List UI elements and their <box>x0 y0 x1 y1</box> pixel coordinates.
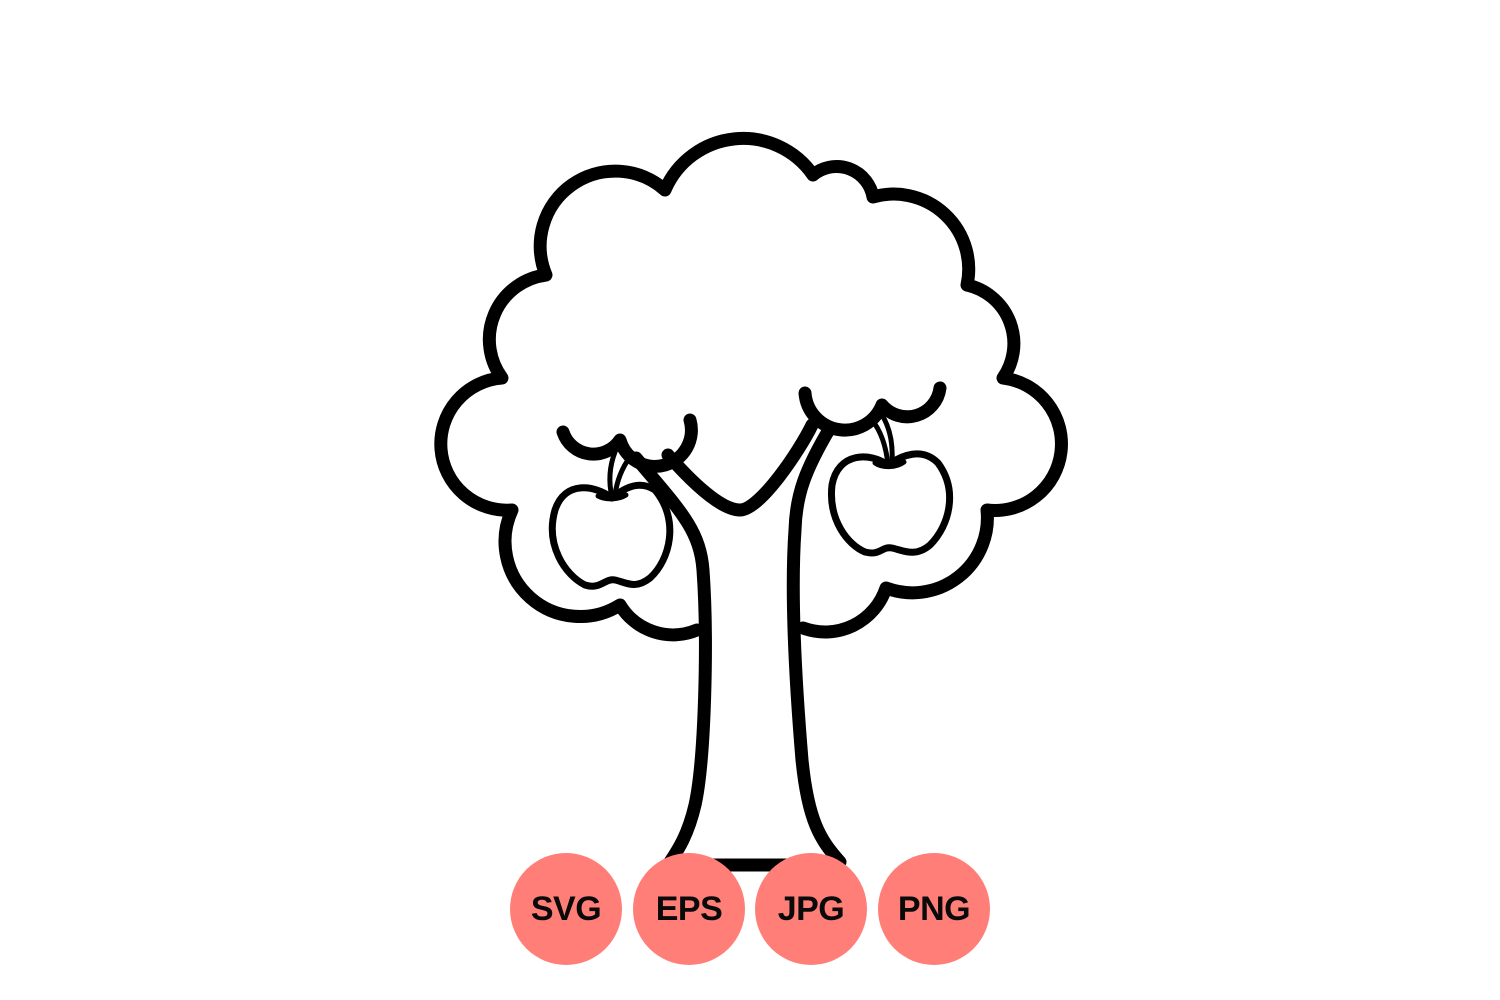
badge-label: SVG <box>530 889 602 928</box>
badge-label: EPS <box>655 889 723 928</box>
tree-trunk <box>629 418 847 872</box>
format-badge-jpg: JPG <box>755 853 867 965</box>
format-badge-png: PNG <box>878 853 990 965</box>
badge-label: PNG <box>897 889 971 928</box>
badge-label: JPG <box>777 889 845 928</box>
tree-crown <box>434 131 1068 642</box>
apple-left <box>548 449 674 590</box>
format-badge-eps: EPS <box>633 853 745 965</box>
format-badge-svg: SVG <box>510 853 622 965</box>
apple-right <box>827 412 954 557</box>
